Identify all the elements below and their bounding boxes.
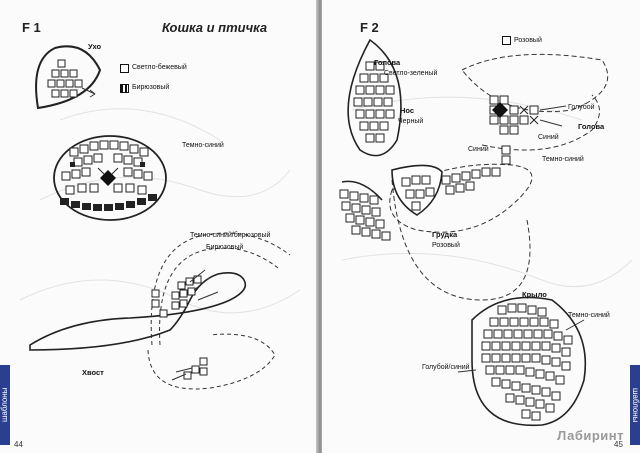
left-page: F 1 Кошка и птичка Ухо Светло-бежевый Би… [0, 0, 318, 453]
right-page: F 2 Розовый Голова Светло-зеленый Нос Че… [322, 0, 640, 453]
bird-body [339, 163, 533, 301]
page-number: 44 [14, 440, 23, 449]
page-title: Кошка и птичка [162, 20, 268, 35]
tail-label: Хвост [82, 368, 104, 377]
breast-color: Розовый [432, 242, 460, 249]
right-page-diagram [339, 38, 633, 427]
left-page-diagram [19, 45, 301, 390]
template-code: F 1 [22, 20, 41, 35]
nose-label: Нос [400, 106, 415, 115]
dark-blue-label: Темно-синий [182, 142, 224, 149]
dark-blue-turquoise-label: Темно-синий/бирюзовый [190, 232, 271, 239]
legend-turquoise: Бирюзовый [132, 84, 170, 91]
side-tab: шаблоны [630, 365, 640, 445]
legend-swatch-light-beige [120, 64, 129, 73]
legend-pink: Розовый [514, 37, 542, 44]
turquoise-label: Бирюзовый [206, 244, 244, 251]
page-number: 45 [614, 440, 623, 449]
bird-head-left [347, 38, 402, 157]
cat-head [53, 135, 167, 221]
cat-tail [29, 232, 291, 390]
bird-head-right [461, 53, 609, 165]
breast-label: Грудка [432, 230, 458, 239]
legend-swatch-turquoise [120, 84, 129, 93]
ear-label: Ухо [88, 42, 102, 51]
book-gutter [316, 0, 324, 453]
template-code: F 2 [360, 20, 379, 35]
watermark: Лабиринт [557, 428, 624, 443]
legend-swatch-pink [502, 36, 511, 45]
head-left-label: Голова [374, 58, 401, 67]
legend-light-beige: Светло-бежевый [132, 64, 187, 71]
nose-color: Черный [398, 118, 424, 125]
ear-shape [35, 45, 102, 110]
bird-wing [457, 296, 587, 427]
side-tab: шаблоны [0, 365, 10, 445]
head-left-color: Светло-зеленый [384, 70, 438, 77]
sine2-label: Синий [538, 134, 559, 141]
wing-light-blue-label: Голубой/синий [422, 364, 470, 371]
wing-dark-blue-label: Темно-синий [568, 312, 610, 319]
blue-label: Голубой [568, 104, 595, 111]
sine-label: Синий [468, 146, 489, 153]
wing-label: Крыло [522, 290, 547, 299]
head-right-label: Голова [578, 122, 605, 131]
dark-blue-label: Темно-синий [542, 156, 584, 163]
